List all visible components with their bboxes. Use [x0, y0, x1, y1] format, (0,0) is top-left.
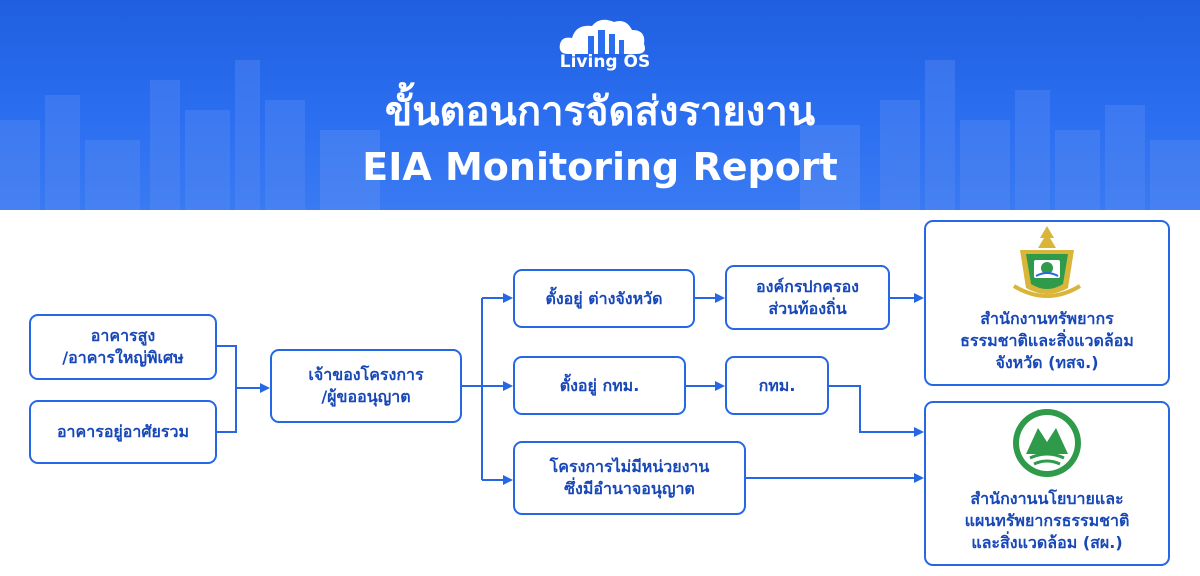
- node-provincial-office-line3: จังหวัด (ทสจ.): [995, 353, 1099, 372]
- node-onep-line2: แผนทรัพยากรธรรมชาติ: [964, 511, 1130, 530]
- node-local-admin-line2: ส่วนท้องถิ่น: [768, 298, 847, 318]
- node-owner-line1: เจ้าของโครงการ: [308, 365, 424, 384]
- connector-inputs: [217, 345, 237, 433]
- arrow-bma-to-onep: [829, 385, 924, 437]
- node-residential-line1: อาคารอยู่อาศัยรวม: [56, 422, 190, 441]
- node-bangkok-line1: ตั้งอยู่ กทม.: [559, 375, 640, 395]
- node-high-rise-line2: /อาคารใหญ่พิเศษ: [62, 348, 184, 367]
- node-local-admin: องค์กรปกครอง ส่วนท้องถิ่น: [725, 265, 890, 330]
- header-banner: Living OS ขั้นตอนการจัดส่งรายงาน EIA Mon…: [0, 0, 1200, 210]
- node-onep-line1: สำนักงานนโยบายและ: [970, 489, 1124, 508]
- cloud-city-icon: [559, 19, 645, 54]
- node-provincial: ตั้งอยู่ ต่างจังหวัด: [513, 269, 695, 328]
- page-title-thai: ขั้นตอนการจัดส่งรายงาน: [384, 89, 816, 135]
- ministry-emblem-icon: [1012, 226, 1082, 298]
- page-title-english: EIA Monitoring Report: [362, 145, 838, 189]
- node-no-authority: โครงการไม่มีหน่วยงาน ซึ่งมีอำนาจอนุญาต: [513, 441, 746, 515]
- logo-text: Living OS: [559, 52, 651, 72]
- node-provincial-office-line2: ธรรมชาติและสิ่งแวดล้อม: [960, 331, 1134, 350]
- node-no-authority-line1: โครงการไม่มีหน่วยงาน: [549, 457, 710, 476]
- node-high-rise-line1: อาคารสูง: [90, 326, 156, 345]
- node-bma: กทม.: [725, 356, 829, 415]
- node-onep-line3: และสิ่งแวดล้อม (สผ.): [971, 533, 1123, 552]
- node-owner: เจ้าของโครงการ /ผู้ขออนุญาต: [270, 349, 462, 423]
- node-owner-line2: /ผู้ขออนุญาต: [321, 387, 411, 406]
- node-provincial-office-line1: สำนักงานทรัพยากร: [980, 309, 1114, 328]
- node-provincial-line1: ตั้งอยู่ ต่างจังหวัด: [545, 288, 663, 308]
- node-bangkok: ตั้งอยู่ กทม.: [513, 356, 686, 415]
- node-local-admin-line1: องค์กรปกครอง: [756, 276, 859, 296]
- city-skyline-background: [0, 60, 1200, 210]
- node-no-authority-line2: ซึ่งมีอำนาจอนุญาต: [564, 479, 695, 498]
- node-high-rise: อาคารสูง /อาคารใหญ่พิเศษ: [29, 314, 217, 380]
- node-residential: อาคารอยู่อาศัยรวม: [29, 400, 217, 464]
- onep-emblem-icon: [1013, 409, 1081, 477]
- node-bma-line1: กทม.: [758, 375, 796, 395]
